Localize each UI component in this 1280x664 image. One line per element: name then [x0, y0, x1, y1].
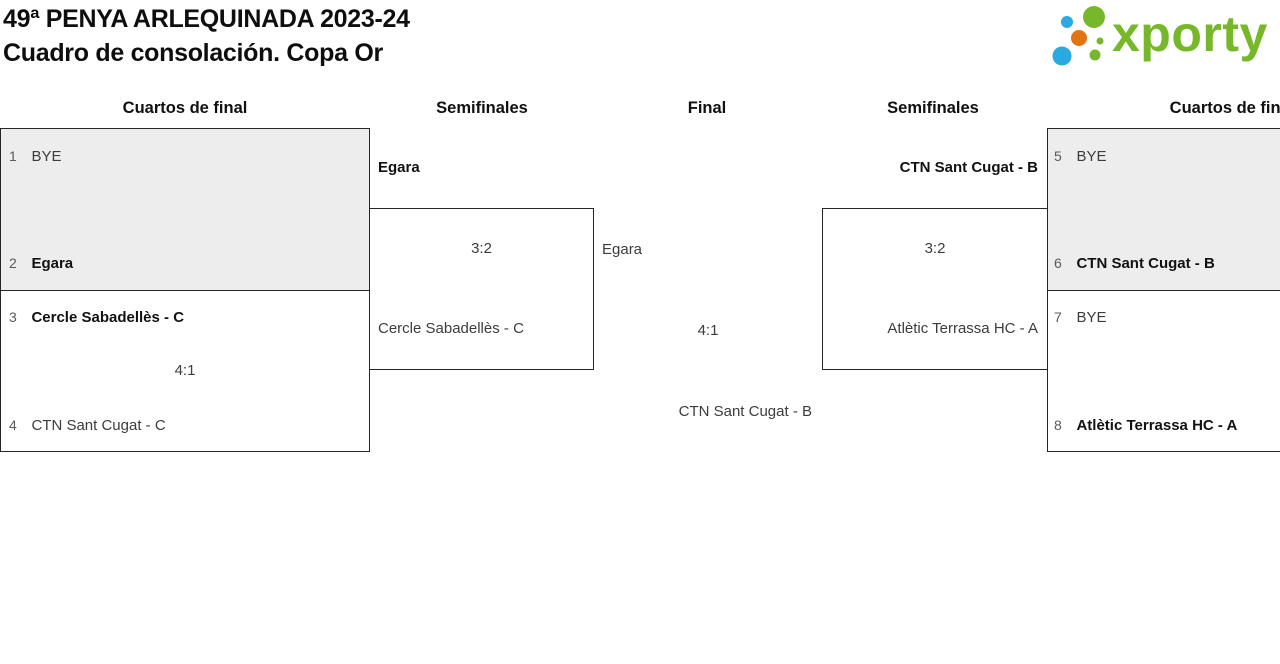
team-name: Egara — [602, 241, 643, 258]
round-header-sf-left: Semifinales — [436, 99, 528, 117]
page-subtitle: Cuadro de consolación. Copa Or — [3, 39, 383, 67]
round-header-qf-left: Cuartos de final — [122, 99, 248, 117]
team-name: CTN Sant Cugat - B — [1076, 255, 1215, 272]
team-name: Egara — [31, 255, 74, 272]
round-header-sf-right: Semifinales — [887, 99, 979, 117]
bracket-slot-2: 2 Egara — [9, 253, 73, 273]
team-name: CTN Sant Cugat - C — [31, 417, 166, 434]
seed-number: 4 — [9, 417, 17, 433]
match-score: 4:1 — [174, 362, 196, 379]
team-name: Egara — [378, 159, 420, 176]
match-sf-left: Egara 3:2 Cercle Sabadellès - C — [370, 128, 594, 370]
match-qf1: 1 BYE 2 Egara — [0, 128, 370, 290]
seed-number: 6 — [1054, 255, 1062, 271]
match-score: 4:1 — [697, 322, 719, 339]
team-name: BYE — [31, 148, 62, 165]
match-sf-right: CTN Sant Cugat - B 3:2 Atlètic Terrassa … — [822, 128, 1047, 370]
seed-number: 7 — [1054, 309, 1062, 325]
seed-number: 8 — [1054, 417, 1062, 433]
team-name: CTN Sant Cugat - B — [678, 403, 812, 420]
team-name: BYE — [1076, 309, 1107, 326]
match-final: Egara 4:1 CTN Sant Cugat - B — [594, 208, 822, 452]
bracket-slot-3: 3 Cercle Sabadellès - C — [9, 307, 184, 327]
round-header-final: Final — [687, 99, 727, 117]
match-score: 3:2 — [924, 240, 946, 257]
bracket-slot-6: 6 CTN Sant Cugat - B — [1054, 253, 1215, 273]
bracket-slot-8: 8 Atlètic Terrassa HC - A — [1054, 415, 1237, 435]
team-name: Cercle Sabadellès - C — [378, 320, 524, 337]
seed-number: 3 — [9, 309, 17, 325]
team-name: Cercle Sabadellès - C — [31, 309, 185, 326]
seed-number: 1 — [9, 148, 17, 164]
seed-number: 2 — [9, 255, 17, 271]
team-name: CTN Sant Cugat - B — [899, 159, 1038, 176]
team-name: Atlètic Terrassa HC - A — [887, 320, 1038, 337]
sf-right-box: 3:2 Atlètic Terrassa HC - A — [822, 208, 1047, 370]
match-qf4: 7 BYE 8 Atlètic Terrassa HC - A — [1047, 290, 1280, 452]
match-qf2: 3 Cercle Sabadellès - C 4:1 4 CTN Sant C… — [0, 290, 370, 452]
bracket-slot-5: 5 BYE — [1054, 146, 1106, 166]
team-name: BYE — [1076, 148, 1107, 165]
bracket-slot-4: 4 CTN Sant Cugat - C — [9, 415, 166, 435]
round-header-qf-right: Cuartos de final — [1169, 99, 1280, 117]
xporty-logo[interactable]: xporty — [1046, 0, 1280, 72]
xporty-logo-icon — [1052, 6, 1105, 66]
seed-number: 5 — [1054, 148, 1062, 164]
xporty-logo-text: xporty — [1112, 6, 1268, 62]
match-qf3: 5 BYE 6 CTN Sant Cugat - B — [1047, 128, 1280, 290]
bracket-slot-1: 1 BYE — [9, 146, 61, 166]
sf-left-box: 3:2 Cercle Sabadellès - C — [370, 208, 594, 370]
team-name: Atlètic Terrassa HC - A — [1076, 417, 1238, 434]
match-score: 3:2 — [471, 240, 492, 257]
page-title: 49ª PENYA ARLEQUINADA 2023-24 — [3, 5, 410, 33]
bracket-slot-7: 7 BYE — [1054, 307, 1106, 327]
